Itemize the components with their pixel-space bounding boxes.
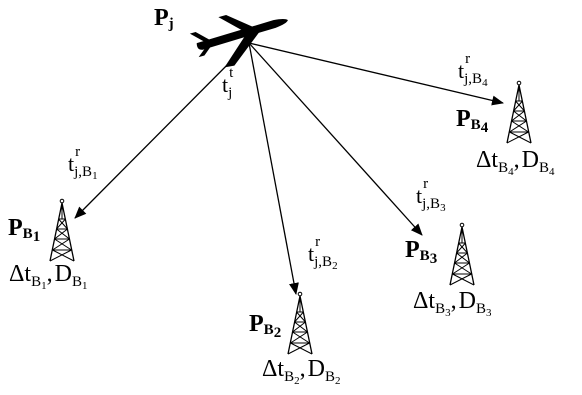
tower-b2-label: PB2 bbox=[249, 311, 282, 341]
tower-b3-icon bbox=[449, 222, 475, 286]
aircraft-label: Pj bbox=[154, 5, 174, 32]
tower-b1-icon bbox=[49, 198, 75, 262]
path-to-b1 bbox=[74, 42, 250, 219]
tower-b4-measurement: ΔtB4, DB4 bbox=[476, 147, 555, 178]
airplane-icon bbox=[189, 14, 288, 68]
tower-b3-measurement: ΔtB3, DB3 bbox=[413, 288, 492, 319]
tower-b3-label: PB3 bbox=[405, 237, 438, 267]
path-to-b2 bbox=[248, 42, 299, 295]
tower-b1-label: PB1 bbox=[8, 215, 41, 245]
path-to-b3 bbox=[248, 42, 423, 236]
tower-b2-measurement: ΔtB2, DB2 bbox=[262, 356, 341, 387]
tower-b4-label: PB4 bbox=[456, 106, 489, 136]
tower-b4-icon bbox=[506, 80, 532, 144]
tower-b2-icon bbox=[287, 291, 313, 355]
tower-b1-measurement: ΔtB1, DB1 bbox=[9, 261, 88, 292]
path-to-b4 bbox=[248, 42, 504, 106]
